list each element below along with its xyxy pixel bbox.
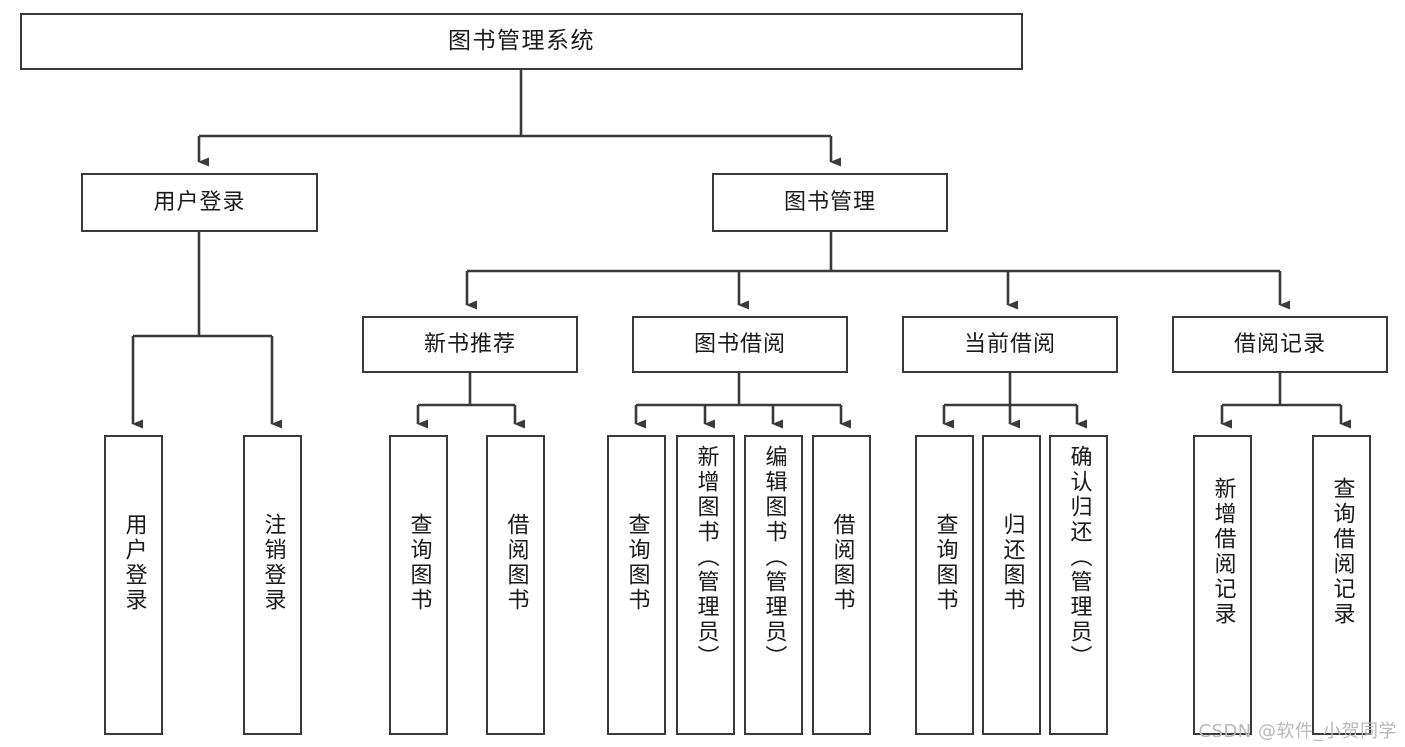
node-label: 图书管理 <box>783 189 876 215</box>
node-label: 借阅图书 <box>829 513 855 613</box>
node-user-login[interactable]: 用户登录 <box>81 173 318 232</box>
node-label: 注销登录 <box>260 513 286 613</box>
node-book-borrow[interactable]: 图书借阅 <box>632 316 848 373</box>
node-label: 借阅记录 <box>1233 331 1326 357</box>
node-label: 新增图书（管理员） <box>693 445 719 670</box>
node-label: 用户登录 <box>121 513 147 613</box>
node-leaf-add-book[interactable]: 新增图书（管理员） <box>676 435 735 735</box>
node-leaf-return-book[interactable]: 归还图书 <box>982 435 1041 735</box>
node-borrow-record[interactable]: 借阅记录 <box>1172 316 1388 373</box>
node-leaf-edit-book[interactable]: 编辑图书（管理员） <box>744 435 803 735</box>
node-label: 新增借阅记录 <box>1210 477 1236 627</box>
node-label: 编辑图书（管理员） <box>761 445 787 670</box>
node-label: 查询图书 <box>932 513 958 613</box>
node-leaf-add-record[interactable]: 新增借阅记录 <box>1193 435 1252 735</box>
csdn-watermark: CSDN @软件_小贺同学 <box>1198 721 1397 742</box>
node-leaf-query-book-3[interactable]: 查询图书 <box>915 435 974 735</box>
node-label: 新书推荐 <box>423 331 516 357</box>
node-root-book-management-system[interactable]: 图书管理系统 <box>20 13 1023 70</box>
node-label: 查询图书 <box>624 513 650 613</box>
node-label: 借阅图书 <box>503 513 529 613</box>
node-label: 当前借阅 <box>963 331 1056 357</box>
node-leaf-borrow-book-1[interactable]: 借阅图书 <box>486 435 545 735</box>
node-label: 确认归还（管理员） <box>1066 445 1092 670</box>
node-leaf-query-book-1[interactable]: 查询图书 <box>389 435 448 735</box>
node-label: 用户登录 <box>153 189 246 215</box>
node-label: 查询借阅记录 <box>1329 477 1355 627</box>
node-leaf-confirm-return[interactable]: 确认归还（管理员） <box>1049 435 1108 735</box>
node-label: 图书管理系统 <box>448 28 595 55</box>
node-current-borrow[interactable]: 当前借阅 <box>902 316 1118 373</box>
node-new-book-recommend[interactable]: 新书推荐 <box>362 316 578 373</box>
node-leaf-user-login[interactable]: 用户登录 <box>104 435 163 735</box>
node-label: 查询图书 <box>406 513 432 613</box>
node-label: 图书借阅 <box>693 331 786 357</box>
node-leaf-query-record[interactable]: 查询借阅记录 <box>1312 435 1371 735</box>
node-leaf-query-book-2[interactable]: 查询图书 <box>607 435 666 735</box>
node-label: 归还图书 <box>999 513 1025 613</box>
node-book-management[interactable]: 图书管理 <box>712 173 948 232</box>
node-leaf-borrow-book-2[interactable]: 借阅图书 <box>812 435 871 735</box>
node-leaf-logout[interactable]: 注销登录 <box>243 435 302 735</box>
